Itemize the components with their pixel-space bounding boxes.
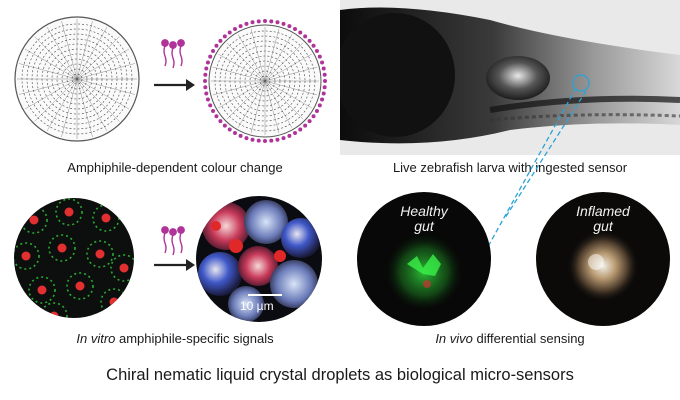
scale-bar-label: 10 µm xyxy=(240,299,274,313)
caption-top-right: Live zebrafish larva with ingested senso… xyxy=(392,160,628,175)
inflamed-gut-label: Inflamed gut xyxy=(536,204,670,234)
scale-bar xyxy=(248,294,282,296)
arrow-right-icon-2 xyxy=(154,259,195,271)
healthy-line-2: gut xyxy=(414,218,434,234)
caption-bottom-left: In vitro amphiphile-specific signals xyxy=(10,331,340,346)
in-vitro-before-image xyxy=(14,198,134,318)
zebrafish-image xyxy=(340,0,680,155)
inflamed-line-2: gut xyxy=(593,218,613,234)
healthy-gut-label: Healthy gut xyxy=(357,204,491,234)
amphiphile-icon-2 xyxy=(161,226,185,256)
inflamed-line-1: Inflamed xyxy=(576,203,630,219)
healthy-line-1: Healthy xyxy=(400,203,448,219)
arrow-right-icon xyxy=(154,79,195,91)
figure-title: Chiral nematic liquid crystal droplets a… xyxy=(106,366,574,384)
amphiphile-icon xyxy=(161,39,185,69)
caption-bottom-left-rest: amphiphile-specific signals xyxy=(115,331,274,346)
caption-top-left: Amphiphile-dependent colour change xyxy=(67,160,283,175)
in-vitro-after-image: 10 µm xyxy=(196,196,322,322)
inflamed-gut-image: Inflamed gut xyxy=(536,192,670,326)
droplet-schematic-amphiphile xyxy=(203,19,327,143)
caption-bottom-left-italic: In vitro xyxy=(76,331,116,346)
caption-bottom-right: In vivo differential sensing xyxy=(345,331,675,346)
caption-bottom-right-rest: differential sensing xyxy=(472,331,585,346)
healthy-gut-image: Healthy gut xyxy=(357,192,491,326)
droplet-schematic-plain xyxy=(14,16,140,142)
caption-bottom-right-italic: In vivo xyxy=(435,331,473,346)
